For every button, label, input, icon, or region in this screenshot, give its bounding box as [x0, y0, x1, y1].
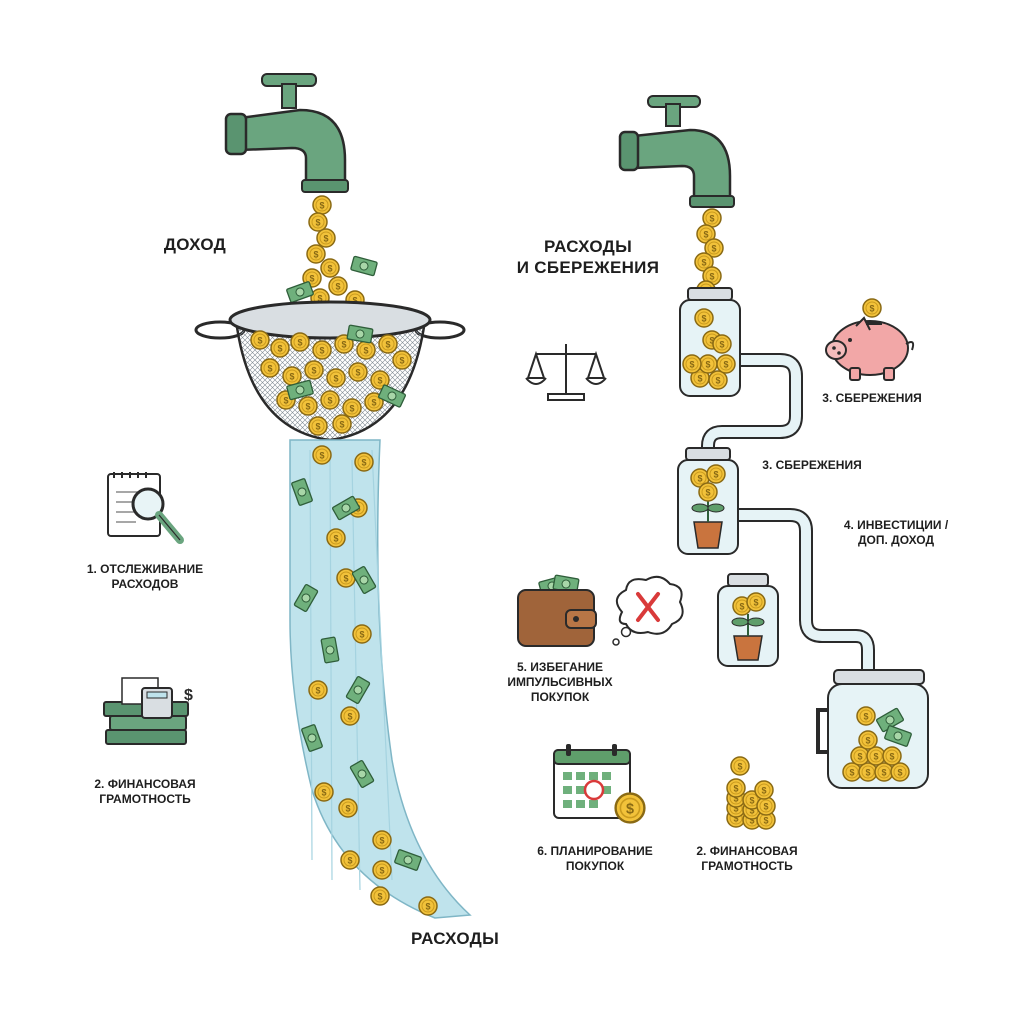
cross-icon [612, 575, 684, 646]
coin-stack-icon [726, 756, 776, 830]
literacy-tip-label: 2. ФИНАНСОВАЯ ГРАМОТНОСТЬ [94, 777, 196, 806]
expenses-stream [289, 439, 472, 919]
plant-icon [731, 614, 765, 661]
right-title: РАСХОДЫ И СБЕРЕЖЕНИЯ [516, 237, 660, 278]
jar-icon [679, 287, 741, 397]
avoid-impulse-label: 5. ИЗБЕГАНИЕ ИМПУЛЬСИВНЫХ ПОКУПОК [507, 660, 613, 704]
jar-icon [717, 573, 779, 667]
scales-icon [525, 344, 607, 401]
books-calculator-icon: $ [103, 677, 193, 745]
faucet-icon [618, 95, 735, 208]
savings-piggy-label: 3. СБЕРЕЖЕНИЯ [822, 391, 922, 405]
piggy-bank-icon [825, 298, 915, 381]
calendar-icon [553, 744, 646, 824]
investments-label: 4. ИНВЕСТИЦИИ / ДОП. ДОХОД [843, 518, 949, 547]
plant-icon [691, 500, 725, 549]
savings-jar-label: 3. СБЕРЕЖЕНИЯ [762, 458, 862, 472]
pipes [701, 353, 875, 670]
wallet-icon [517, 574, 597, 647]
savings-coin-stream [694, 208, 724, 300]
expenses-title: РАСХОДЫ [410, 929, 500, 948]
tracking-tip-label: 1. ОТСЛЕЖИВАНИЕ РАСХОДОВ [86, 562, 204, 591]
svg-text:$: $ [184, 687, 193, 704]
literacy-right-label: 2. ФИНАНСОВАЯ ГРАМОТНОСТЬ [696, 844, 798, 873]
faucet-icon [224, 73, 349, 193]
jar-icon [816, 669, 929, 789]
income-coin-stream [285, 195, 379, 310]
strainer-icon [194, 300, 466, 442]
jar-icon [677, 447, 739, 555]
income-title: ДОХОД [163, 235, 227, 254]
magnifier-icon [107, 472, 184, 544]
planning-label: 6. ПЛАНИРОВАНИЕ ПОКУПОК [537, 844, 653, 873]
